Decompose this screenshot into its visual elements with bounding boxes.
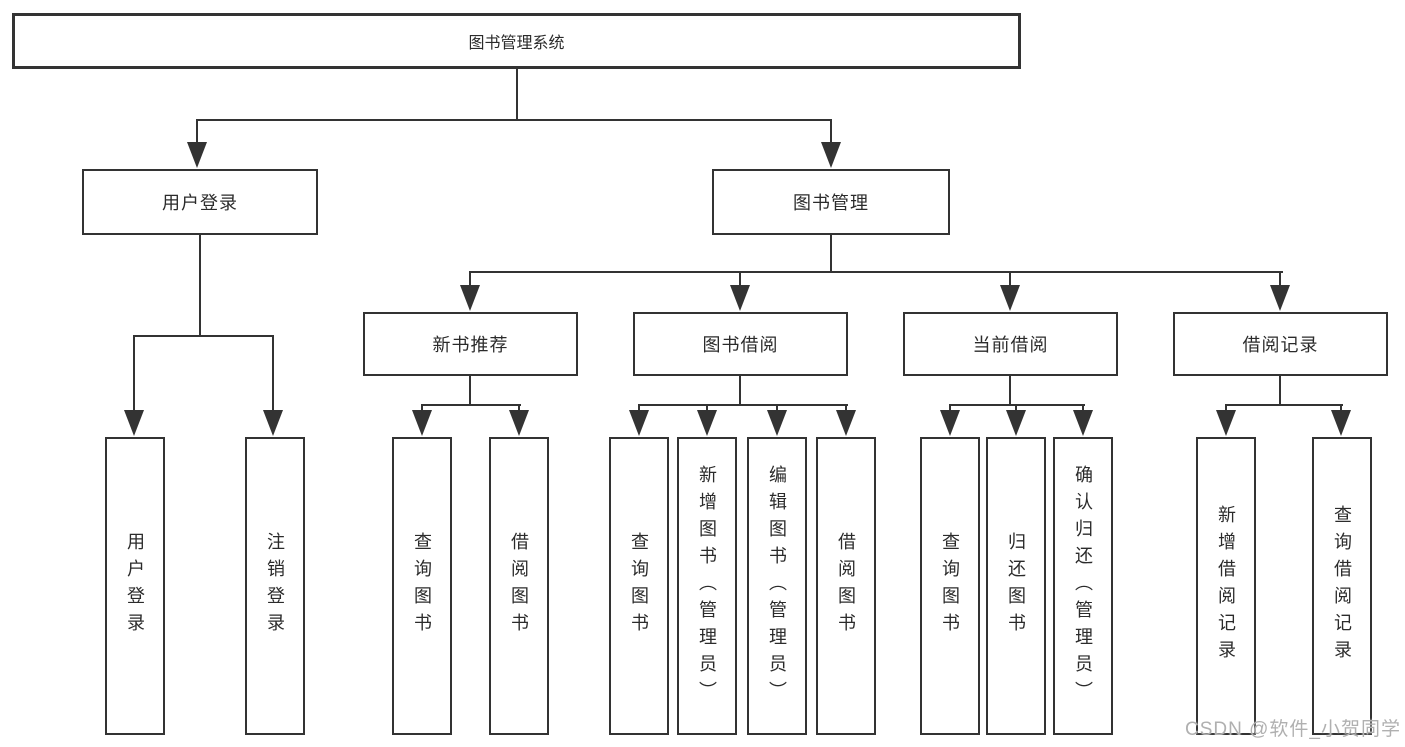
node-root-label: 图书管理系统 [468,35,565,52]
watermark: CSDN @软件_小贺同学 [1185,719,1401,740]
arrowhead-icon [1216,410,1236,436]
arrowhead-icon [767,410,787,436]
leaf-confirm-return-admin: 确认归还（管理员） [1053,437,1113,735]
arrowhead-icon [1000,285,1020,311]
connector-drop-book-borrow [739,271,741,289]
connector-book-mgmt-branch [469,271,1283,273]
node-book-borrow-label: 图书借阅 [702,335,779,355]
connector-drop-user-login [196,119,198,151]
leaf-query-books-borrow-label: 查询图书 [629,532,649,640]
arrowhead-icon [1270,285,1290,311]
connector-drop [1340,404,1342,414]
arrowhead-icon [1073,410,1093,436]
connector-drop [518,404,520,414]
node-borrow-records: 借阅记录 [1173,312,1388,376]
connector-drop [1225,404,1227,414]
node-borrow-records-label: 借阅记录 [1242,335,1319,355]
connector-user-login-stem [199,235,201,335]
leaf-edit-books-admin: 编辑图书（管理员） [747,437,807,735]
leaf-borrow-books-borrow-label: 借阅图书 [836,532,856,640]
leaf-query-books-new: 查询图书 [392,437,452,735]
connector-drop [638,404,640,414]
leaf-query-borrow-record: 查询借阅记录 [1312,437,1372,735]
connector-new-book-rec-branch [421,404,521,406]
arrowhead-icon [697,410,717,436]
leaf-borrow-books-new: 借阅图书 [489,437,549,735]
leaf-query-books-borrow: 查询图书 [609,437,669,735]
connector-drop-borrow-records [1279,271,1281,289]
arrowhead-icon [1331,410,1351,436]
connector-drop [421,404,423,414]
connector-user-login-branch [133,335,274,337]
arrowhead-icon [412,410,432,436]
arrowhead-icon [460,285,480,311]
leaf-borrow-books-new-label: 借阅图书 [509,532,529,640]
connector-drop [845,404,847,414]
leaf-add-books-admin-label: 新增图书（管理员） [697,464,717,708]
leaf-borrow-books-borrow: 借阅图书 [816,437,876,735]
connector-root-branch [196,119,832,121]
connector-drop [1082,404,1084,414]
arrowhead-icon [940,410,960,436]
node-current-borrow: 当前借阅 [903,312,1118,376]
node-new-book-recommend-label: 新书推荐 [432,335,509,355]
connector-borrow-records-stem [1279,376,1281,406]
arrowhead-icon [629,410,649,436]
leaf-return-books-label: 归还图书 [1006,532,1026,640]
leaf-user-login: 用户登录 [105,437,165,735]
node-book-mgmt-label: 图书管理 [793,193,869,213]
leaf-query-books-current-label: 查询图书 [940,532,960,640]
node-root: 图书管理系统 [12,13,1021,69]
leaf-confirm-return-admin-label: 确认归还（管理员） [1073,464,1093,708]
connector-book-borrow-branch [638,404,848,406]
arrowhead-icon [836,410,856,436]
node-current-borrow-label: 当前借阅 [972,335,1049,355]
connector-drop-new-book-rec [469,271,471,289]
node-user-login-label: 用户登录 [162,193,238,213]
connector-new-book-rec-stem [469,376,471,406]
connector-book-borrow-stem [739,376,741,406]
leaf-add-books-admin: 新增图书（管理员） [677,437,737,735]
leaf-edit-books-admin-label: 编辑图书（管理员） [767,464,787,708]
node-book-mgmt: 图书管理 [712,169,950,235]
connector-drop-book-mgmt [830,119,832,151]
leaf-query-books-current: 查询图书 [920,437,980,735]
connector-borrow-records-branch [1225,404,1343,406]
arrowhead-icon [187,142,207,168]
arrowhead-icon [263,410,283,436]
node-user-login: 用户登录 [82,169,318,235]
connector-drop-current-borrow [1009,271,1011,289]
leaf-logout-label: 注销登录 [265,532,285,640]
node-book-borrow: 图书借阅 [633,312,848,376]
arrowhead-icon [1006,410,1026,436]
node-new-book-recommend: 新书推荐 [363,312,578,376]
connector-drop [776,404,778,414]
leaf-add-borrow-record-label: 新增借阅记录 [1216,505,1236,667]
leaf-return-books: 归还图书 [986,437,1046,735]
leaf-user-login-label: 用户登录 [125,532,145,640]
leaf-query-books-new-label: 查询图书 [412,532,432,640]
connector-book-mgmt-stem [830,235,832,273]
connector-drop-leaf-logout [272,335,274,413]
connector-drop [1015,404,1017,414]
arrowhead-icon [124,410,144,436]
arrowhead-icon [821,142,841,168]
connector-drop [706,404,708,414]
connector-current-borrow-stem [1009,376,1011,406]
arrowhead-icon [509,410,529,436]
leaf-logout: 注销登录 [245,437,305,735]
leaf-query-borrow-record-label: 查询借阅记录 [1332,505,1352,667]
connector-drop-leaf-user-login [133,335,135,413]
connector-current-borrow-branch [949,404,1085,406]
arrowhead-icon [730,285,750,311]
leaf-add-borrow-record: 新增借阅记录 [1196,437,1256,735]
connector-drop [949,404,951,414]
connector-root-stem [516,69,518,119]
